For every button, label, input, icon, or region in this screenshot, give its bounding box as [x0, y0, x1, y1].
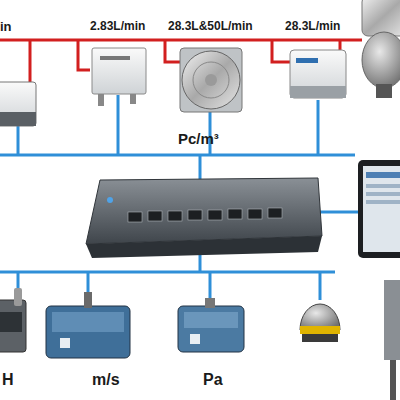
flow-rate-label: 2.83L/min: [90, 20, 145, 32]
floor-stand-device: [384, 280, 400, 400]
flow-rate-label: 28.3L/min: [285, 20, 340, 32]
network-hub: [86, 178, 322, 258]
blue-data-line: [0, 95, 358, 302]
dome-sensor: [300, 304, 340, 342]
humidity-probe: [0, 288, 26, 352]
pressure-module: [178, 298, 244, 352]
air-velocity-module: [46, 292, 130, 358]
flow-rate-label: in: [0, 20, 12, 33]
unit-label: H: [2, 372, 14, 388]
unit-label: m/s: [92, 372, 120, 388]
unit-label: Pa: [203, 372, 223, 388]
tablet-display: [358, 160, 400, 258]
particle-counter-left: [0, 82, 36, 126]
unit-label: Pc/m³: [178, 131, 219, 146]
particle-counter-right: [290, 50, 346, 98]
remote-particle-sensor: [180, 48, 242, 112]
particle-counter-small: [92, 48, 146, 106]
top-right-instrument: [362, 0, 400, 98]
flow-rate-label: 28.3L&50L/min: [168, 20, 253, 32]
